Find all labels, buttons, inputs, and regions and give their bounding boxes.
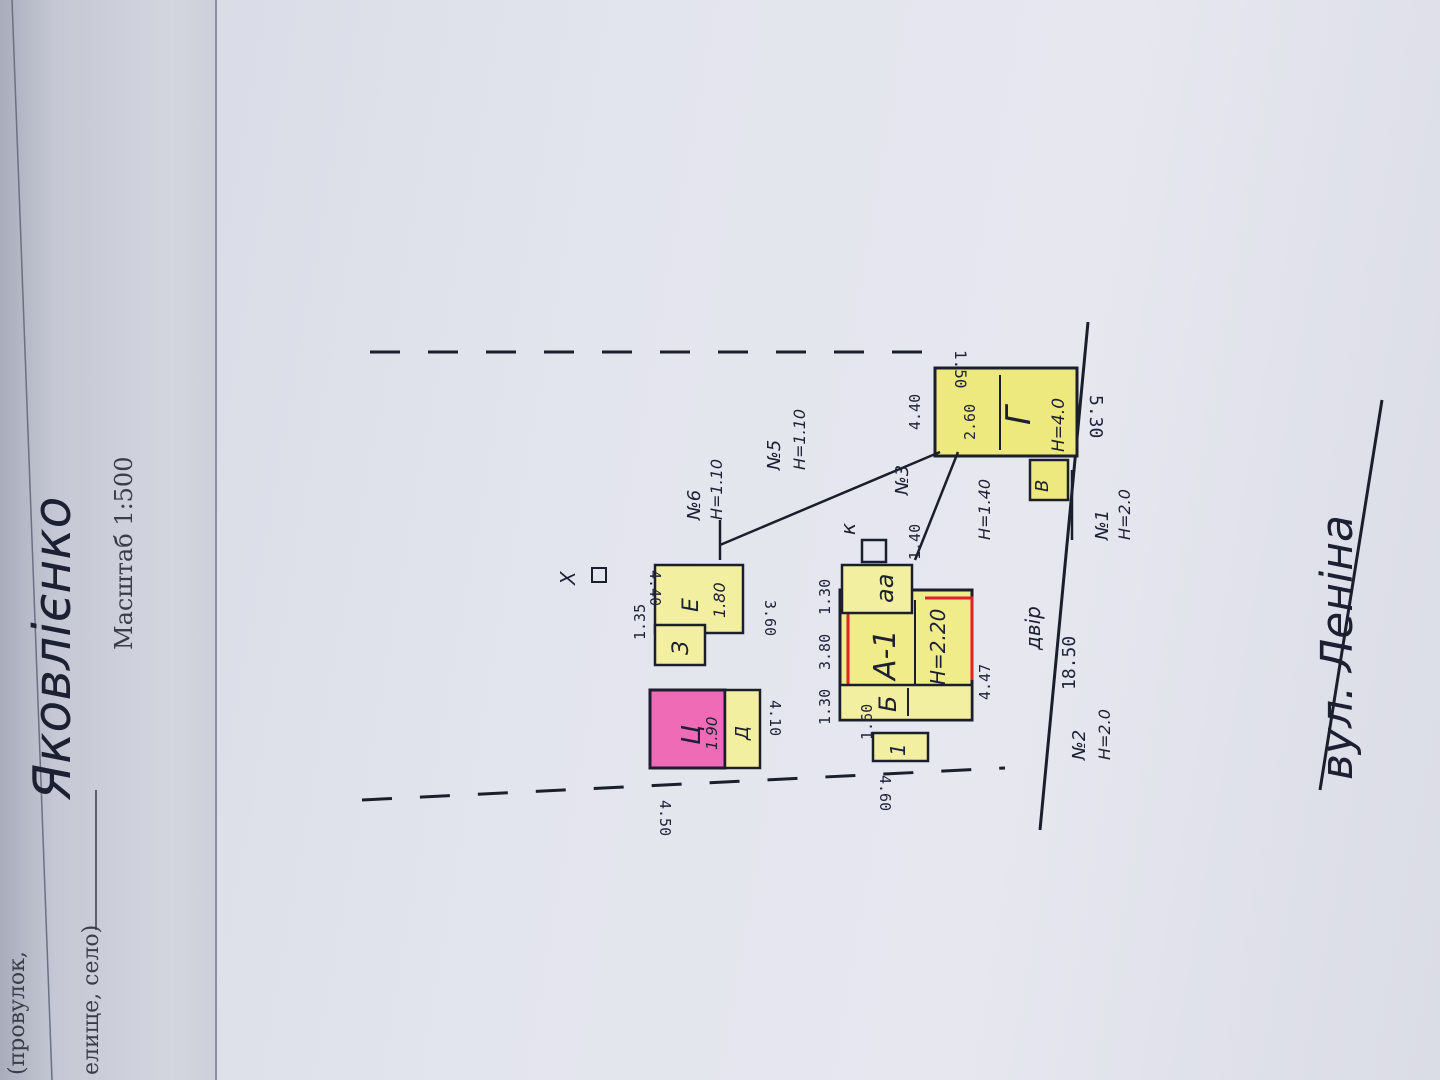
fence-6-label: №6 xyxy=(684,490,705,521)
house-a1-label: А-1 xyxy=(868,630,903,682)
fence-3-line xyxy=(913,451,960,561)
yard-label: двір xyxy=(1021,606,1045,651)
underlying-form-sheet xyxy=(0,0,217,1080)
fence-4-height: Н=1.40 xyxy=(975,479,994,540)
fence-1-height: Н=2.0 xyxy=(1115,489,1134,540)
building-z xyxy=(653,623,707,667)
dim-1-50: 1.50 xyxy=(951,350,970,389)
fence-5-height: Н=1.10 xyxy=(790,409,809,470)
porch-k xyxy=(860,538,888,564)
dim-1-60: 1.60 xyxy=(858,704,876,740)
annex-b-label: Б xyxy=(874,696,902,712)
fence-5-line xyxy=(719,450,941,547)
annex-aa xyxy=(840,563,914,615)
dim-5-30: 5.30 xyxy=(1085,395,1106,438)
fence-3-label: №3 xyxy=(892,465,913,496)
building-ts-sub: 1.90 xyxy=(703,717,721,750)
building-z-label: З xyxy=(669,641,694,655)
sheet-edge xyxy=(0,0,60,1080)
dim-3-80: 3.80 xyxy=(816,634,834,670)
dim-18-50: 18.50 xyxy=(1059,636,1080,690)
house-a1-height: Н=2.20 xyxy=(926,609,950,685)
building-v-label: В xyxy=(1032,480,1053,492)
plot-boundary-bottom xyxy=(361,766,1006,802)
street-label: вул. Леніна xyxy=(1312,515,1363,780)
building-1 xyxy=(871,731,930,763)
building-g xyxy=(933,366,1079,458)
x-marker-box xyxy=(591,567,607,583)
dim-1-40: 1.40 xyxy=(906,524,924,560)
dim-4-60: 4.60 xyxy=(876,775,894,811)
building-d-label: Д xyxy=(732,726,753,741)
fence-2-label: №2 xyxy=(1069,730,1090,761)
x-marker-label: Х xyxy=(556,570,580,586)
fence-5-label: №5 xyxy=(764,440,785,471)
street-underline xyxy=(1318,399,1384,791)
lane-label: (провулок, xyxy=(5,951,30,1075)
owner-name: Яковлієнко xyxy=(23,497,83,801)
dim-4-40b: 4.40 xyxy=(646,570,664,606)
dim-3-60: 3.60 xyxy=(761,600,779,636)
building-e xyxy=(653,563,745,635)
annex-aa-label: аа xyxy=(871,574,899,603)
dim-1-30b: 1.30 xyxy=(816,689,834,725)
dim-4-40: 4.40 xyxy=(906,394,924,430)
building-ts-label: Ц xyxy=(677,725,707,745)
building-g-label: Г xyxy=(999,403,1039,425)
building-e-sub: 1.80 xyxy=(710,582,729,618)
annex-b xyxy=(838,683,974,722)
settlement-label: елище, село) xyxy=(79,925,104,1075)
fence-2-height: Н=2.0 xyxy=(1095,709,1114,760)
dim-4-10: 4.10 xyxy=(766,700,784,736)
house-a1-red-wall xyxy=(925,596,974,680)
building-e-label: Е xyxy=(679,598,704,612)
dim-2-60: 2.60 xyxy=(961,404,979,440)
building-1-label: 1 xyxy=(886,743,910,756)
fence-6-height: Н=1.10 xyxy=(707,459,726,520)
dim-1-35: 1.35 xyxy=(631,604,649,640)
building-d xyxy=(723,688,762,770)
building-v xyxy=(1028,458,1070,502)
porch-k-label: к xyxy=(836,523,860,535)
scale-label: Масштаб 1:500 xyxy=(110,457,138,650)
sheet-fold-line xyxy=(11,0,53,1080)
building-g-height: Н=4.0 xyxy=(1049,398,1069,452)
fence-1-label: №1 xyxy=(1092,510,1113,541)
dim-4-50: 4.50 xyxy=(656,800,674,836)
street-boundary xyxy=(1038,321,1090,831)
dim-4-47: 4.47 xyxy=(976,664,994,700)
dim-1-30: 1.30 xyxy=(816,579,834,615)
building-ts xyxy=(648,688,727,770)
